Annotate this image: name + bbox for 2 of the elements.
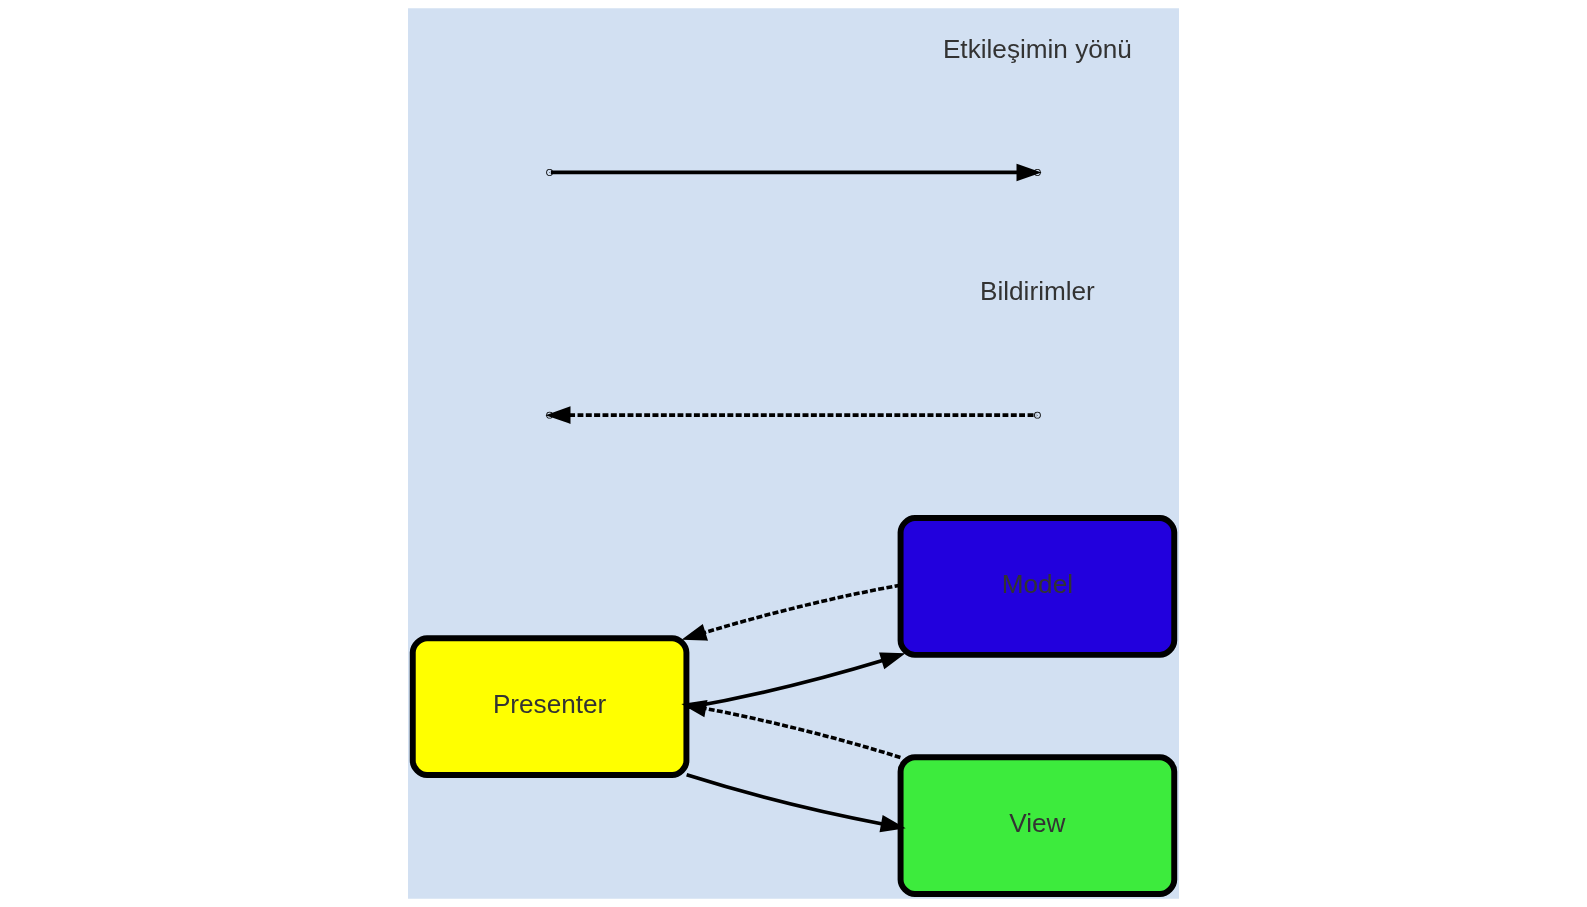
legend-label: Bildirimler: [980, 276, 1095, 307]
legend-label: Etkileşimin yönü: [942, 33, 1132, 64]
